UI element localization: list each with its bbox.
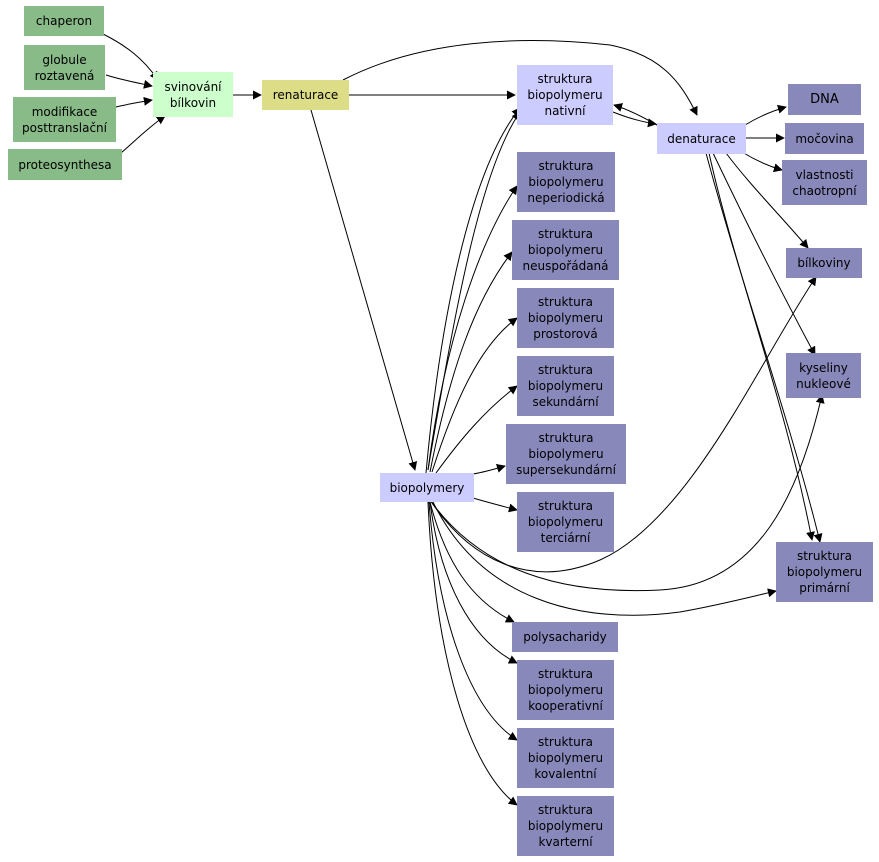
node-neperiodicka: struktura biopolymeru neperiodická (517, 152, 615, 212)
edge-globule-svinovani (105, 74, 153, 89)
edge-biopolymery-kovalentni (428, 501, 518, 741)
edge-chaperon-svinovani (102, 33, 159, 81)
node-neusporadana: struktura biopolymeru neuspořádaná (512, 220, 619, 280)
edge-biopolymery-nativni-2 (427, 111, 521, 471)
node-kooperativni: struktura biopolymeru kooperativní (517, 660, 614, 720)
edge-renaturace-denaturace (342, 40, 698, 116)
node-terciarni: struktura biopolymeru terciární (517, 492, 614, 552)
edge-denaturace-nativni (613, 103, 663, 129)
edge-biopolymery-nativni (425, 107, 521, 474)
edge-biopolymery-bilkoviny (429, 276, 817, 573)
node-prostorova: struktura biopolymeru prostorová (517, 288, 614, 348)
edge-biopolymery-terciarni (472, 497, 518, 513)
node-dna: DNA (788, 84, 861, 115)
node-nativni: struktura biopolymeru nativní (517, 65, 613, 125)
edge-biopolymery-sekundarni (435, 385, 518, 474)
node-kyseliny: kyseliny nukleové (786, 353, 861, 398)
edge-biopolymery-primarni (431, 499, 777, 616)
node-supersekundarni: struktura biopolymeru supersekundární (506, 424, 626, 484)
edge-biopolymery-polysacharidy (429, 501, 515, 623)
node-kovalentni: struktura biopolymeru kovalentní (517, 728, 614, 788)
edge-denaturace-primarni-2 (708, 152, 815, 541)
node-renaturace: renaturace (262, 80, 349, 110)
node-bilkoviny: bílkoviny (786, 248, 862, 278)
node-primarni: struktura biopolymeru primární (776, 542, 873, 602)
edge-biopolymery-kooperativni (429, 501, 518, 664)
node-mocovina: močovina (785, 123, 864, 154)
node-denaturace: denaturace (657, 123, 746, 154)
edge-biopolymery-prostorova (431, 317, 518, 473)
node-chaperon: chaperon (24, 6, 104, 36)
node-proteosynthesa: proteosynthesa (8, 149, 122, 180)
edge-biopolymery-neusporadana (429, 251, 513, 473)
edge-biopolymery-kvarterni (427, 501, 518, 806)
edge-denaturace-vlastnosti (741, 151, 783, 173)
edge-denaturace-primarni (705, 152, 823, 543)
edge-denaturace-kyseliny (712, 152, 816, 356)
node-modifikace: modifikace posttranslační (13, 97, 116, 142)
node-svinovani: svinování bílkovin (153, 72, 233, 117)
edge-biopolymery-neperiodicka (427, 185, 518, 471)
edge-modifikace-svinovani (115, 96, 153, 108)
node-kvarterni: struktura biopolymeru kvarterní (517, 796, 614, 856)
node-vlastnosti: vlastnosti chaotropní (782, 160, 867, 205)
node-sekundarni: struktura biopolymeru sekundární (517, 356, 614, 416)
node-globule: globule roztavená (24, 45, 105, 90)
edge-denaturace-bilkoviny (725, 152, 809, 249)
node-polysacharidy: polysacharidy (512, 622, 618, 652)
edge-biopolymery-kyseliny (429, 394, 825, 592)
edge-denaturace-dna (744, 104, 787, 126)
node-biopolymery: biopolymery (380, 473, 474, 502)
edge-proteosynthesa-svinovani (120, 115, 166, 154)
edge-nativni-denaturace (612, 111, 657, 128)
edge-biopolymery-supersekundarni (472, 464, 506, 475)
edge-renaturace-biopolymery (310, 109, 418, 471)
